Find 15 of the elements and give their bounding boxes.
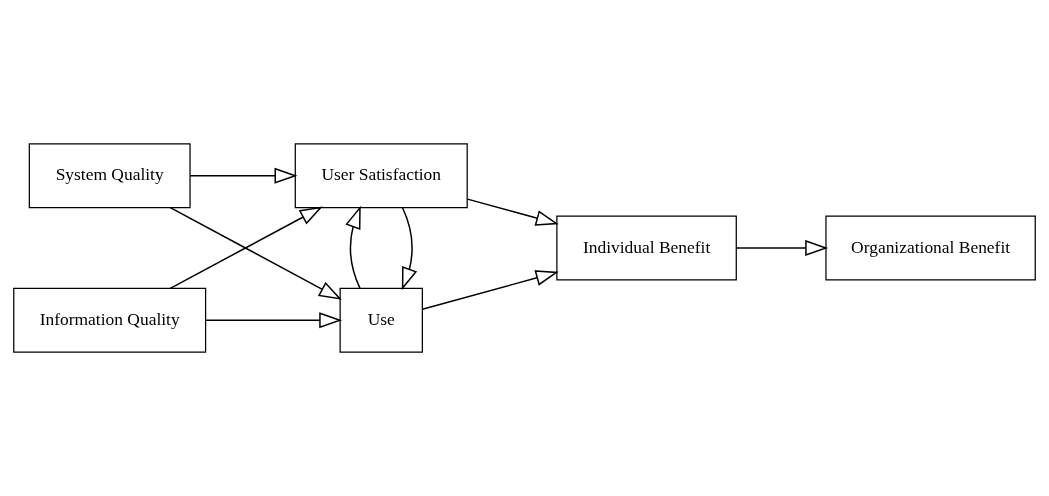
node-box: Organizational Benefit [825, 215, 1036, 281]
node-box: System Quality [28, 143, 191, 209]
arrow [345, 205, 361, 289]
node-box: User Satisfaction [294, 143, 468, 209]
arrow [169, 206, 323, 290]
node-box: Information Quality [13, 287, 207, 353]
arrow [401, 207, 418, 291]
node-box: Individual Benefit [556, 215, 737, 281]
arrow [169, 206, 342, 300]
arrow [189, 167, 298, 184]
arrow [735, 239, 829, 257]
arrow [421, 270, 559, 311]
arrow [466, 198, 559, 226]
node-box: Use [339, 287, 423, 353]
arrow [205, 312, 343, 329]
